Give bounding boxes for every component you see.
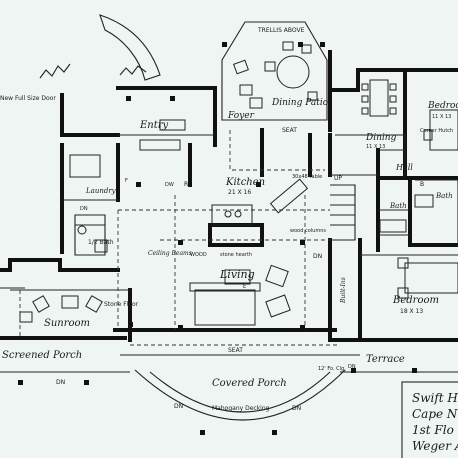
appliance-r: R <box>184 181 188 188</box>
label-screened-porch: Screened Porch <box>2 350 82 361</box>
label-half-bath: 1/2 Bath <box>88 239 114 246</box>
dn-label: DN <box>292 405 301 412</box>
label-entry: Entry <box>139 120 169 131</box>
label-bath-right-2: Bath <box>435 192 453 200</box>
label-dining-dim: 11 X 13 <box>366 144 385 150</box>
room-labels: TRELLIS ABOVE Dining Patio Entry Foyer D… <box>0 27 458 412</box>
down-labels: DN DN DN DN DN DN <box>56 206 356 412</box>
title-line-2: Cape N <box>412 407 458 421</box>
dn-label: DN <box>174 403 183 410</box>
label-stone-hearth: stone hearth <box>220 252 252 258</box>
label-bedroom-top: Bedroom <box>427 101 458 111</box>
dn-label: DN <box>348 364 356 370</box>
appliance-dw: DW <box>165 182 174 188</box>
dn-label: DN <box>80 206 88 212</box>
label-stone-floor: Stone Floor <box>104 301 139 308</box>
label-wood: WOOD <box>190 252 207 258</box>
appliance-labels: DW R B F <box>125 178 424 188</box>
label-living: Living <box>219 268 255 281</box>
title-line-3: 1st Flo <box>412 423 454 437</box>
label-bedroom-bottom-dim: 18 X 13 <box>400 308 423 315</box>
furniture <box>19 41 458 326</box>
label-kitchen-dim: 21 X 16 <box>228 189 251 196</box>
label-trellis: TRELLIS ABOVE <box>257 27 305 34</box>
title-line-4: Weger A <box>412 439 458 453</box>
label-ceiling-note: 12' Fo. Clg. <box>318 366 346 372</box>
label-sunroom: Sunroom <box>44 318 90 329</box>
label-corner-hutch: Corner Hutch <box>420 128 453 134</box>
exterior-walls <box>0 21 458 342</box>
dn-label: DN <box>56 379 65 386</box>
label-hall: Hall <box>395 163 413 172</box>
label-table: 30x48 Table <box>292 174 322 180</box>
label-foyer: Foyer <box>227 111 255 121</box>
label-e: E <box>243 284 246 290</box>
label-up: UP <box>334 175 342 182</box>
title-block: Swift H Cape N 1st Flo Weger A <box>401 381 458 458</box>
label-terrace: Terrace <box>366 354 405 365</box>
appliance-f: F <box>125 178 128 184</box>
label-bedroom-top-dim: 11 X 13 <box>432 114 451 120</box>
ceiling-beam-lines <box>19 130 340 346</box>
label-new-door: New Full Size Door <box>0 95 56 102</box>
label-bath-right: Bath <box>389 202 407 210</box>
tree-sketch-left <box>39 14 161 81</box>
label-mahogany: Mahogany Decking <box>212 405 270 412</box>
interior-walls <box>0 134 458 291</box>
label-seat-top: SEAT <box>282 127 297 134</box>
title-line-1: Swift H <box>412 391 458 405</box>
label-seat-bottom: SEAT <box>228 347 243 354</box>
dn-label: DN <box>313 253 322 260</box>
label-kitchen: Kitchen <box>225 177 265 188</box>
covered-porch <box>0 354 458 421</box>
label-ceiling-beams: Ceiling Beams <box>148 250 192 257</box>
label-dining: Dining <box>365 133 397 143</box>
appliance-b: B <box>420 181 424 188</box>
label-dining-patio: Dining Patio <box>271 98 329 108</box>
label-built-ins: Built-Ins <box>340 277 347 304</box>
label-bedroom-bottom: Bedroom <box>392 295 439 306</box>
label-covered-porch: Covered Porch <box>212 378 287 389</box>
columns <box>18 42 417 435</box>
label-laundry: Laundry <box>85 187 117 195</box>
label-wood-columns: wood columns <box>290 228 326 234</box>
